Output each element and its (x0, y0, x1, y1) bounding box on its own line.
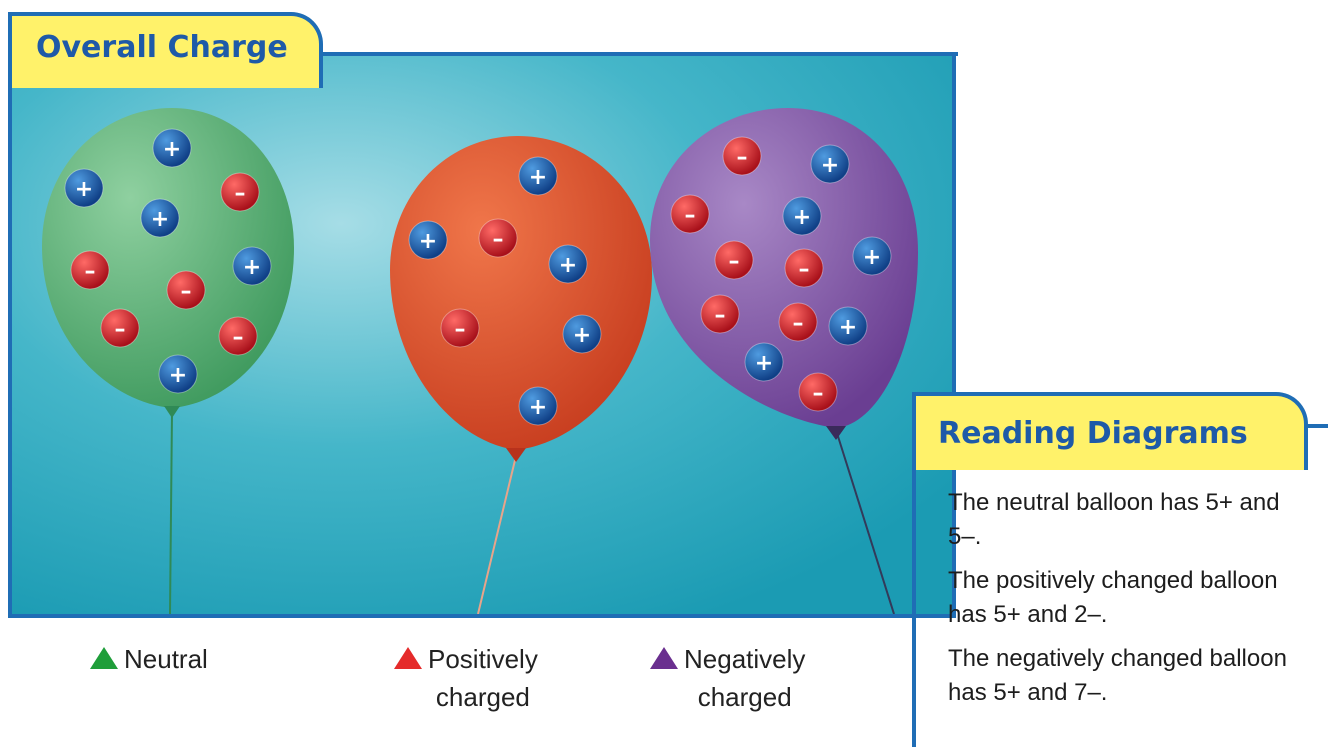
legend-item-negative: Negatively charged (650, 640, 805, 716)
neutral-minus-charge: – (167, 271, 205, 309)
minus-icon: – (181, 279, 192, 304)
plus-icon: + (169, 363, 187, 388)
purple-triangle-icon (650, 647, 678, 669)
negative-plus-charge: + (829, 307, 867, 345)
negative-minus-charge: – (799, 373, 837, 411)
plus-icon: + (75, 177, 93, 202)
plus-icon: + (419, 229, 437, 254)
neutral-minus-charge: – (71, 251, 109, 289)
page-title-text: Overall Charge (36, 30, 288, 65)
negative-minus-charge: – (671, 195, 709, 233)
plus-icon: + (529, 395, 547, 420)
minus-icon: – (737, 145, 748, 170)
neutral-minus-charge: – (101, 309, 139, 347)
minus-icon: – (715, 303, 726, 328)
balloon-photo: +++++–––––+++++––+++++––––––– (8, 52, 956, 618)
red-triangle-icon (394, 647, 422, 669)
neutral-minus-charge: – (221, 173, 259, 211)
plus-icon: + (243, 255, 261, 280)
neutral-plus-charge: + (233, 247, 271, 285)
positive-plus-charge: + (519, 157, 557, 195)
legend-item-neutral: Neutral (90, 640, 208, 678)
reading-diagrams-border (912, 466, 916, 747)
negative-plus-charge: + (853, 237, 891, 275)
positive-minus-charge: – (441, 309, 479, 347)
plus-icon: + (863, 245, 881, 270)
minus-icon: – (85, 259, 96, 284)
plus-icon: + (529, 165, 547, 190)
minus-icon: – (455, 317, 466, 342)
minus-icon: – (793, 311, 804, 336)
minus-icon: – (115, 317, 126, 342)
page-title: Overall Charge (8, 12, 323, 88)
positive-plus-charge: + (549, 245, 587, 283)
neutral-plus-charge: + (153, 129, 191, 167)
neutral-plus-charge: + (65, 169, 103, 207)
negative-plus-charge: + (811, 145, 849, 183)
positive-plus-charge: + (519, 387, 557, 425)
minus-icon: – (233, 325, 244, 350)
neutral-plus-charge: + (141, 199, 179, 237)
plus-icon: + (163, 137, 181, 162)
legend-label-positive: Positively charged (428, 640, 538, 716)
minus-icon: – (799, 257, 810, 282)
minus-icon: – (685, 203, 696, 228)
minus-icon: – (493, 227, 504, 252)
legend-label-negative: Negatively charged (684, 640, 805, 716)
balloon-illustration: +++++–––––+++++––+++++––––––– (12, 56, 952, 614)
neutral-minus-charge: – (219, 317, 257, 355)
neutral-plus-charge: + (159, 355, 197, 393)
plus-icon: + (151, 207, 169, 232)
minus-icon: – (729, 249, 740, 274)
plus-icon: + (559, 253, 577, 278)
legend-item-positive: Positively charged (394, 640, 538, 716)
header-rule (318, 52, 958, 56)
legend-label-neutral: Neutral (124, 640, 208, 678)
minus-icon: – (813, 381, 824, 406)
reading-diagrams-heading: Reading Diagrams (912, 392, 1308, 470)
green-triangle-icon (90, 647, 118, 669)
minus-icon: – (235, 181, 246, 206)
negative-plus-charge: + (745, 343, 783, 381)
plus-icon: + (573, 323, 591, 348)
plus-icon: + (755, 351, 773, 376)
negative-minus-charge: – (715, 241, 753, 279)
negative-minus-charge: – (723, 137, 761, 175)
negative-minus-charge: – (701, 295, 739, 333)
plus-icon: + (839, 315, 857, 340)
negative-minus-charge: – (779, 303, 817, 341)
reading-diagrams-title: Reading Diagrams (938, 416, 1248, 451)
negative-minus-charge: – (785, 249, 823, 287)
negative-plus-charge: + (783, 197, 821, 235)
plus-icon: + (821, 153, 839, 178)
positive-plus-charge: + (409, 221, 447, 259)
reading-line-negative: The negatively changed balloon has 5+ an… (948, 642, 1318, 710)
plus-icon: + (793, 205, 811, 230)
reading-line-positive: The positively changed balloon has 5+ an… (948, 564, 1318, 632)
reading-diagrams-text: The neutral balloon has 5+ and 5–. The p… (948, 486, 1318, 720)
reading-line-neutral: The neutral balloon has 5+ and 5–. (948, 486, 1318, 554)
positive-plus-charge: + (563, 315, 601, 353)
positive-minus-charge: – (479, 219, 517, 257)
